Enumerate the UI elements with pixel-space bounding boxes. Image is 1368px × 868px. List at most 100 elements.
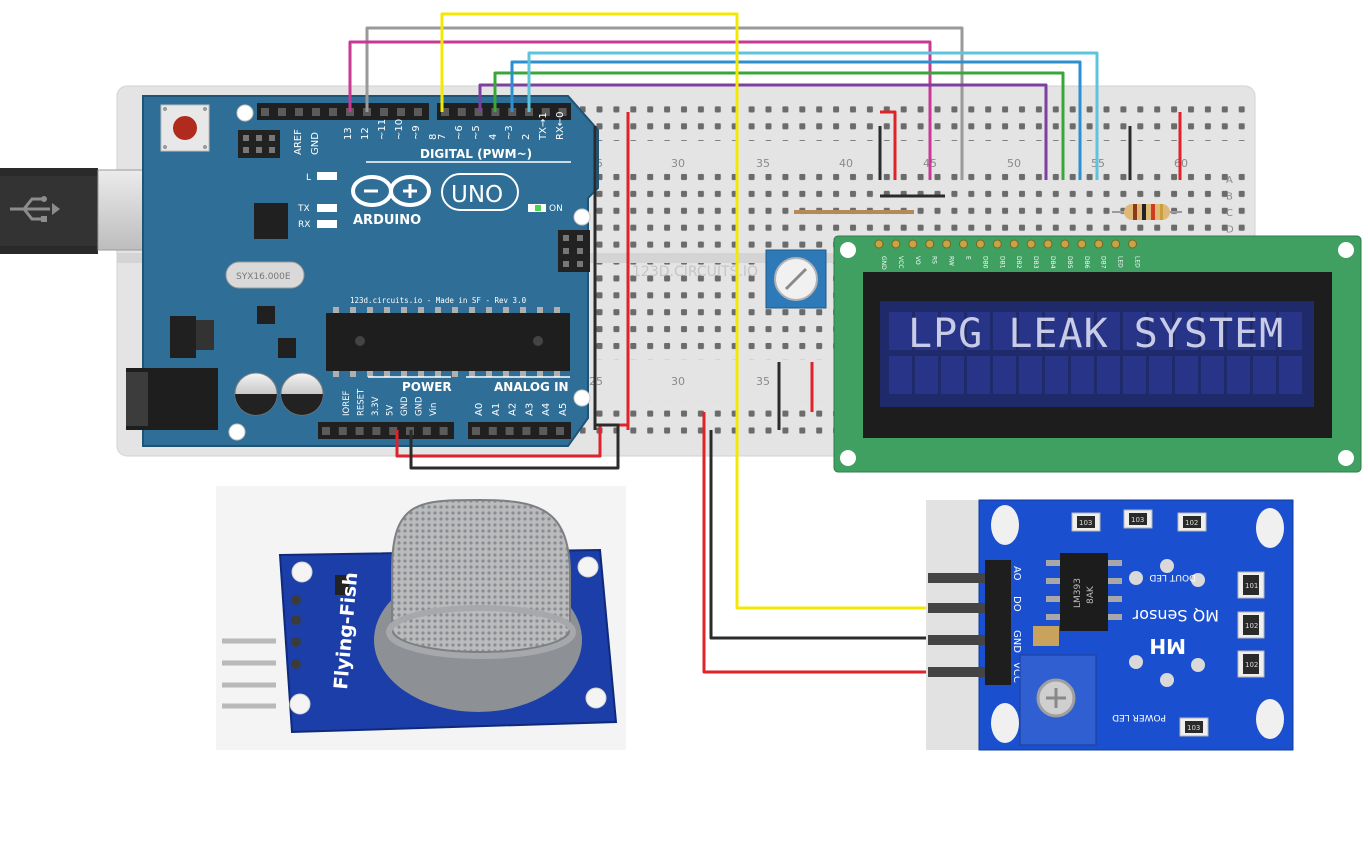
row-letter: B [1226,192,1233,203]
digital-pin-label: ~11 [377,119,388,140]
usb-icon [10,196,60,222]
smd-code: 102 [1245,661,1258,669]
smd-code: 101 [1245,582,1258,590]
dc-power-jack [126,368,218,430]
reset-button [160,104,210,152]
sensor-mesh-cap [391,498,571,653]
analog-pin-label: A1 [491,403,502,416]
digital-pin-label: ~6 [454,125,465,140]
led-l-label: L [306,173,311,183]
digital-pin-label: TX→1 [538,112,549,141]
led-tx-label: TX [297,204,310,214]
mq-title: MQ Sensor [1132,606,1219,625]
smd-code: 102 [1185,519,1198,527]
lcd-pin-label: DB3 [1032,256,1039,269]
column-number: 35 [756,375,770,388]
mq-header-pins [928,573,990,677]
column-number: 40 [839,157,853,170]
digital-pwm-label: DIGITAL (PWM~) [420,147,532,161]
wire-red-sensor [702,412,968,674]
column-number: 50 [1007,157,1021,170]
capacitor-1 [234,372,278,416]
wire-green [493,71,1065,180]
row-letter: A [1226,175,1233,186]
lm393-chip [1060,553,1108,631]
lcd-pin-label: RW [948,256,955,266]
power-pin-label: IOREF [342,391,352,416]
arduino-brand: ARDUINO [353,213,421,228]
smd-code: 102 [1245,622,1258,630]
analog-pin-label: A4 [541,403,552,416]
uno-label: UNO [451,182,503,208]
power-pin-label: 3.3V [371,396,381,416]
wire-yellow-signal [440,12,968,610]
lcd-pin-label: DB5 [1066,256,1073,269]
potentiometer [765,249,827,309]
lcd-pin-label: DB2 [1015,256,1022,269]
lcd-pin-label: DB4 [1049,256,1056,269]
mq-pin-label: GND [1011,630,1022,653]
lcd-pin-label: VO [914,256,921,265]
icsp-header-2 [558,230,590,272]
analog-pin-label: A3 [524,403,535,416]
usb-chip [254,203,288,239]
led-l [317,172,337,180]
analog-pin-label: A5 [558,403,569,416]
icsp-header [238,130,280,158]
power-pin-label: GND [415,396,425,416]
led-tx [317,204,337,212]
lcd-pin-label: RS [931,256,938,264]
smd-code: 103 [1187,724,1200,732]
lcd-pin-label: VCC [897,256,904,268]
svg-text:8AK: 8AK [1086,585,1096,604]
wire-gray [365,26,964,180]
power-pin-label: Vin [429,403,439,416]
digital-pin-label: GND [310,132,321,155]
svg-text:LM393: LM393 [1073,578,1083,608]
digital-pin-label: ~10 [394,119,405,140]
crystal: SYX16.000E [225,261,305,289]
atmega-chip [326,307,570,377]
wire-gnd [409,423,620,470]
mq-pin-label: DO [1011,596,1022,612]
lcd-pin-label: LED [1134,256,1141,268]
column-number: 30 [671,157,685,170]
board-credit: 123d.circuits.io - Made in SF - Rev 3.0 [350,296,527,305]
digital-pin-label: ~5 [471,125,482,140]
digital-pin-label: 13 [343,127,354,140]
digital-pin-label: RX←0 [555,111,566,140]
digital-pin-label: 12 [360,127,371,140]
analog-header [468,422,571,439]
digital-pin-label: 4 [488,134,499,140]
wire-black-sensor [709,430,968,640]
mq-pin-label: VCC [1011,662,1022,683]
column-number: 35 [756,157,770,170]
breadboard-watermark: 123D.CIRCUITS.IO [632,264,758,280]
trimmer-potentiometer [1019,654,1097,746]
digital-pin-label: 7 [437,134,448,140]
lcd-pin-label: E [965,256,972,260]
wires [348,12,1182,674]
wire-purple [478,83,1048,180]
voltage-regulator [170,316,196,358]
wire-blue [510,60,1082,180]
digital-pin-label: AREF [293,129,304,155]
digital-pin-label: ~3 [504,125,515,140]
column-number: 30 [671,375,685,388]
digital-header-right [437,103,571,120]
wire-magenta [348,40,932,180]
dout-led-label: DOUT LED [1149,572,1196,582]
digital-pin-label: ~9 [411,125,422,140]
lcd-pin-label: DB1 [998,256,1005,269]
row-letter: D [1226,225,1234,236]
lcd-pin-label: DB6 [1083,256,1090,269]
